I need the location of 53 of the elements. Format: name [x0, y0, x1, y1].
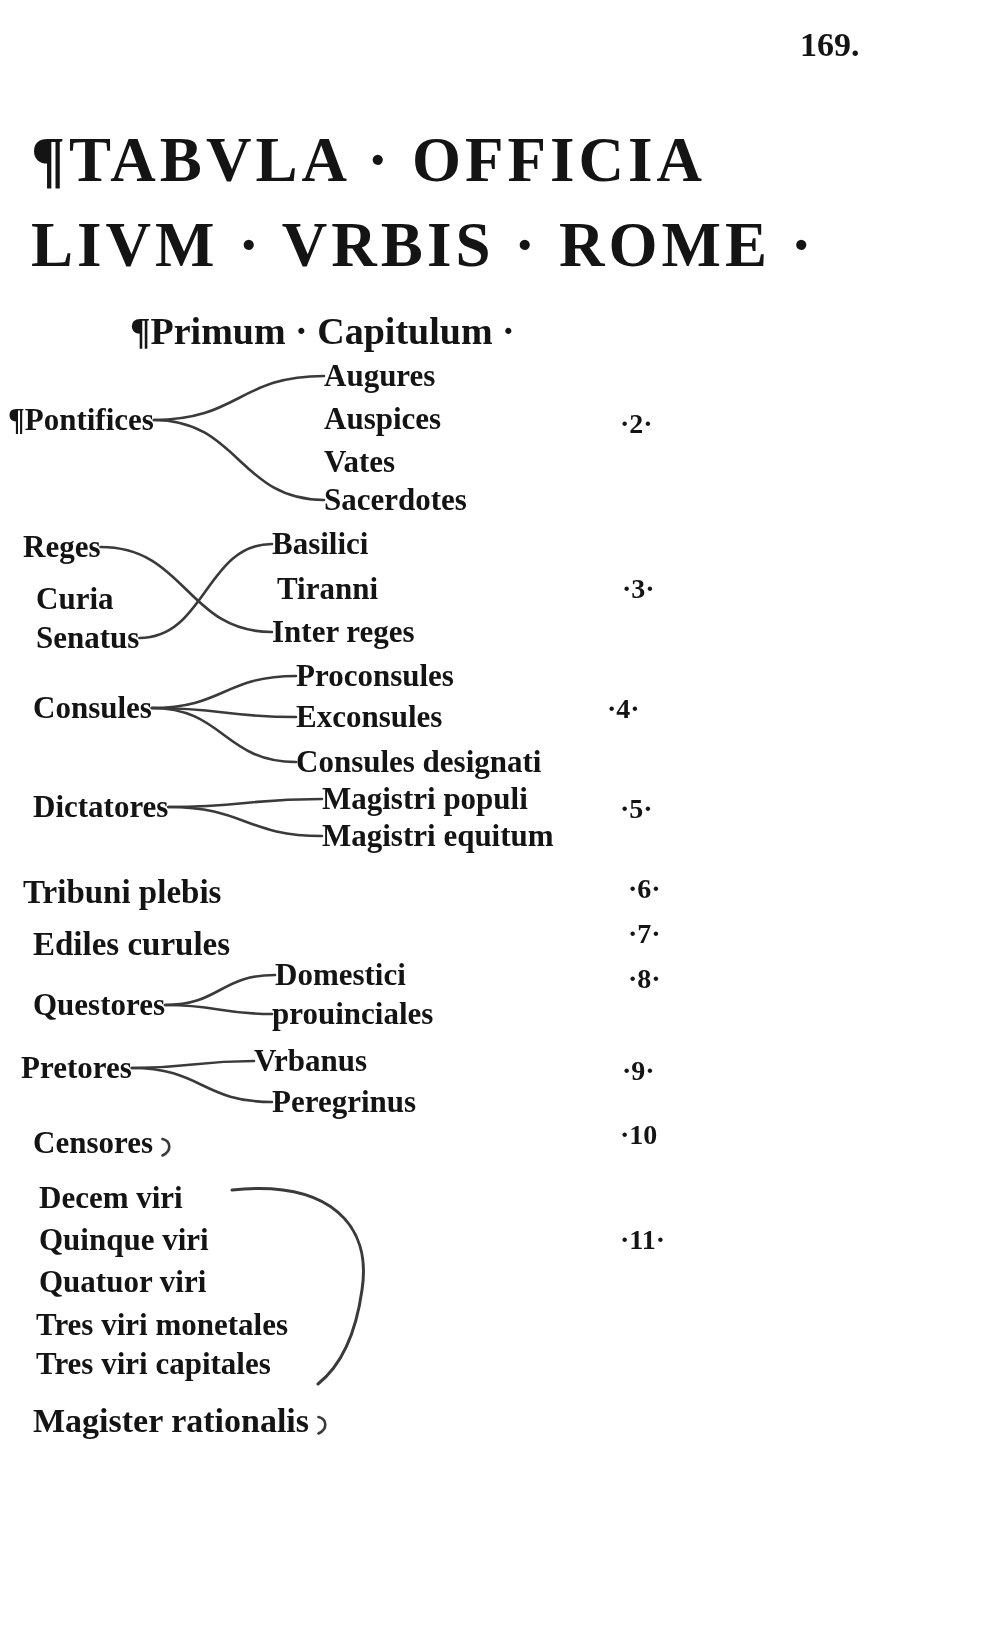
office-name: Tres viri capitales [36, 1346, 271, 1382]
office-name: Quatuor viri [39, 1264, 207, 1300]
sub-office-name: Vrbanus [254, 1043, 368, 1079]
office-name: ¶Pontifices [8, 402, 154, 438]
sub-office-name: Vates [324, 444, 396, 480]
office-name: Dictatores [33, 789, 169, 825]
office-name: Reges [23, 529, 101, 565]
connector-line [152, 418, 326, 502]
sub-office-name: Basilici [272, 526, 369, 562]
sub-office-name: Sacerdotes [324, 482, 467, 518]
sub-office-name: Consules designati [296, 744, 542, 780]
sub-office-name: Magistri equitum [322, 818, 554, 854]
sub-office-name: Proconsules [296, 658, 454, 694]
sub-office-name: Auspices [324, 401, 442, 437]
office-name: Curia [36, 581, 114, 617]
connector-line [150, 706, 298, 764]
chapter-number: ·5· [620, 793, 653, 825]
sub-office-name: Tiranni [277, 571, 379, 607]
office-name: Quinque viri [39, 1222, 209, 1258]
sub-office-name: Inter reges [272, 614, 415, 650]
sub-office-name: Magistri populi [322, 781, 528, 817]
page-title: ¶TABVLA · OFFICIA LIVM · VRBIS · ROME · [31, 124, 817, 283]
chapter-number: ·7· [628, 918, 661, 950]
chapter-number: ·2· [620, 408, 653, 440]
chapter-number: ·9· [622, 1055, 655, 1087]
chapter-number: ·6· [628, 873, 661, 905]
chapter-number: ·11· [620, 1224, 666, 1256]
chapter-number: ·10 [620, 1119, 658, 1151]
connector-line [163, 1003, 274, 1016]
sub-office-name: Peregrinus [272, 1084, 417, 1120]
chapter-number: ·3· [622, 573, 655, 605]
connector-line [138, 542, 274, 640]
sub-office-name: Exconsules [296, 699, 443, 735]
sub-office-name: Augures [324, 358, 436, 394]
office-name: Tres viri monetales [36, 1307, 288, 1343]
office-name: Magister rationalis [33, 1402, 310, 1440]
office-name: Senatus [36, 620, 140, 656]
office-name: Decem viri [39, 1180, 183, 1216]
connector-line [167, 805, 324, 838]
connector-line [130, 1066, 274, 1104]
chapter-heading: ¶Primum · Capitulum · [130, 311, 515, 353]
office-name: Questores [33, 987, 166, 1023]
connector-line [99, 545, 274, 634]
office-name: Ediles curules [33, 925, 231, 963]
office-name: Tribuni plebis [23, 873, 222, 911]
office-name: Pretores [21, 1050, 132, 1086]
sub-office-name: prouinciales [272, 996, 434, 1032]
chapter-number: ·4· [607, 693, 640, 725]
chapter-number: ·8· [628, 963, 661, 995]
office-name: Censores [33, 1125, 153, 1161]
page-number: 169. [800, 26, 860, 64]
office-name: Consules [33, 690, 152, 726]
sub-office-name: Domestici [275, 957, 406, 993]
